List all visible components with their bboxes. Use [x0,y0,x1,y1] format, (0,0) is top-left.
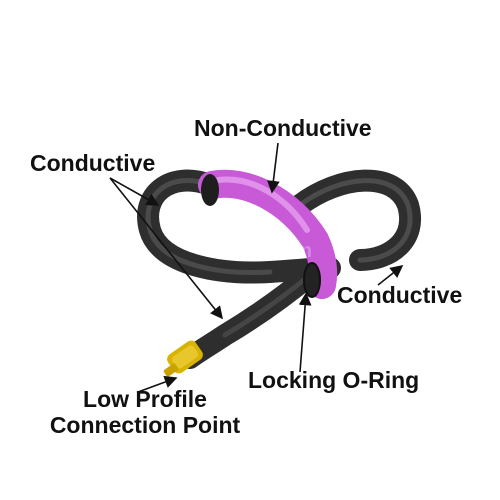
arrow-conductive-right [377,265,404,286]
arrow-locking-o-ring [298,292,312,373]
arrow-conductive-left-to-lead [109,177,223,320]
connector [163,340,203,377]
watermark: bdsm.com [205,240,314,262]
label-locking-o-ring: Locking O-Ring [248,367,420,393]
locking-o-ring [303,262,321,298]
label-low-profile-line1: Low Profile [83,386,207,412]
label-conductive-right: Conductive [337,282,463,308]
label-low-profile-connection-point: Low Profile Connection Point [30,386,260,439]
label-low-profile-line2: Connection Point [49,412,241,439]
sleeve-end-left [201,174,219,206]
arrow-nonconductive [267,142,280,194]
pointer-lines [109,142,404,393]
arrow-low-profile [137,375,178,393]
arrow-conductive-left-to-loop [109,177,160,206]
label-non-conductive: Non-Conductive [194,115,372,141]
label-conductive-left: Conductive [30,150,156,176]
